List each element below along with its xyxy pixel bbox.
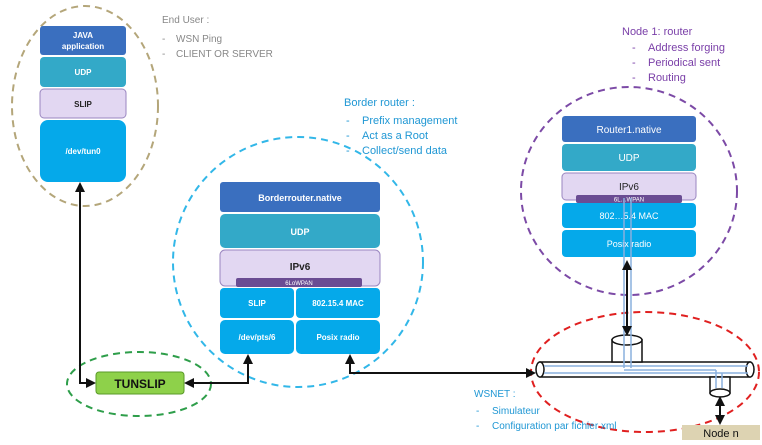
end-user-item-1: WSN Ping: [176, 34, 222, 45]
java-application-block: [40, 26, 126, 55]
border-router-junction-dot: [292, 316, 298, 322]
router1-item-dash-1: -: [632, 42, 636, 54]
router1-item-dash-2: -: [632, 57, 636, 69]
wsnet-stem-router1-top: [611, 334, 643, 346]
node-n-box: Node n: [682, 425, 760, 440]
arrow-radio-wsnet: [345, 354, 536, 378]
tunslip-box: TUNSLIP: [95, 371, 185, 395]
router1-ipv6-label: IPv6: [619, 182, 639, 193]
wsnet-tube-right-end: [745, 361, 755, 378]
border-router-slip-block: [220, 288, 294, 318]
arrow-tun0-tunslip: [75, 182, 96, 388]
border-router-ipv6-label: IPv6: [290, 262, 311, 273]
border-router-mac-block: [296, 288, 380, 318]
wsnet-title: WSNET :: [474, 389, 515, 400]
border-router-6lowpan-label: 6LoWPAN: [285, 281, 313, 287]
border-router-item-dash-3: -: [346, 145, 350, 157]
border-router-mac-label: 802.15.4 MAC: [312, 299, 364, 308]
border-router-item-1: Prefix management: [362, 115, 457, 127]
dev-tun0-block: [40, 120, 126, 182]
end-user-slip-block: [39, 88, 127, 119]
router1-native-block: [562, 116, 696, 142]
router1-title: Node 1: router: [622, 26, 693, 38]
java-label-line1: JAVA: [73, 31, 93, 40]
wsnet-tube-left-end: [535, 361, 545, 378]
router1-native-label: Router1.native: [596, 125, 661, 136]
end-user-item-dash-1: -: [162, 34, 165, 45]
router1-mac-label: 802…5.4 MAC: [599, 211, 659, 221]
wsnet-item-1: Simulateur: [492, 406, 540, 417]
router1-item-dash-3: -: [632, 72, 636, 84]
border-router-item-dash-1: -: [346, 115, 350, 127]
border-router-annotation: Border router : - Prefix management - Ac…: [344, 97, 457, 157]
tunslip-label: TUNSLIP: [114, 377, 165, 391]
tunslip-rect: [95, 371, 185, 395]
router1-udp-block: [562, 144, 696, 171]
router1-item-1: Address forging: [648, 42, 725, 54]
end-user-item-2: CLIENT OR SERVER: [176, 49, 273, 60]
wsnet-item-dash-2: -: [476, 421, 479, 432]
node-n-rect: [682, 425, 760, 440]
border-router-item-dash-2: -: [346, 130, 350, 142]
wsnet-stem-node-n-bottom: [709, 388, 731, 398]
arrows: [75, 182, 725, 425]
border-router-item-2: Act as a Root: [362, 130, 428, 142]
end-user-udp-block: [40, 57, 126, 87]
router1-annotation: Node 1: router - Address forging - Perio…: [622, 26, 725, 84]
end-user-title: End User :: [162, 15, 209, 26]
end-user-annotation: End User : - WSN Ping - CLIENT OR SERVER: [162, 15, 273, 60]
router1-item-2: Periodical sent: [648, 57, 720, 69]
border-router-udp-label: UDP: [290, 227, 309, 237]
node-n-label: Node n: [703, 428, 738, 440]
border-router-item-3: Collect/send data: [362, 145, 448, 157]
router1-mac-block: [562, 203, 696, 228]
dev-pts6-block: [220, 320, 294, 354]
router1-6lowpan-label: 6L…WPAN: [614, 198, 644, 204]
wsnet-item-2: Configuration par fichier xml: [492, 421, 617, 432]
border-router-radio-label: Posix radio: [316, 333, 359, 342]
dev-pts6-label: /dev/pts/6: [239, 333, 276, 342]
router1-item-3: Routing: [648, 72, 686, 84]
end-user-stack: JAVA application UDP SLIP /dev/tun0: [39, 26, 127, 182]
router1-stack: Router1.native UDP IPv6 6L…WPAN 802…5.4 …: [561, 116, 697, 257]
router1-radio-label: Posix radio: [607, 239, 652, 249]
border-router-radio-block: [296, 320, 380, 354]
border-router-udp-block: [220, 214, 380, 248]
router1-udp-label: UDP: [618, 153, 639, 164]
dev-tun0-label: /dev/tun0: [65, 147, 101, 156]
border-router-stack: Borderrouter.native UDP IPv6 6LoWPAN SLI…: [219, 182, 381, 354]
java-label-line2: application: [62, 42, 104, 51]
router1-radio-block: [562, 230, 696, 257]
end-user-slip-label: SLIP: [74, 100, 92, 109]
border-router-title: Border router :: [344, 97, 415, 109]
end-user-udp-label: UDP: [75, 68, 93, 77]
arrow-tunslip-pts6: [184, 354, 253, 388]
wsnet-annotation: WSNET : - Simulateur - Configuration par…: [474, 389, 617, 432]
wsnet-item-dash-1: -: [476, 406, 479, 417]
border-router-6lowpan-bar: [236, 278, 362, 287]
router1-ellipse: [520, 86, 738, 296]
border-router-slip-label: SLIP: [248, 299, 266, 308]
router1-6lowpan-bar: [576, 195, 682, 203]
end-user-item-dash-2: -: [162, 49, 165, 60]
borderrouter-native-label: Borderrouter.native: [258, 193, 342, 203]
border-router-ellipse: [172, 136, 424, 388]
borderrouter-native-block: [220, 182, 380, 212]
